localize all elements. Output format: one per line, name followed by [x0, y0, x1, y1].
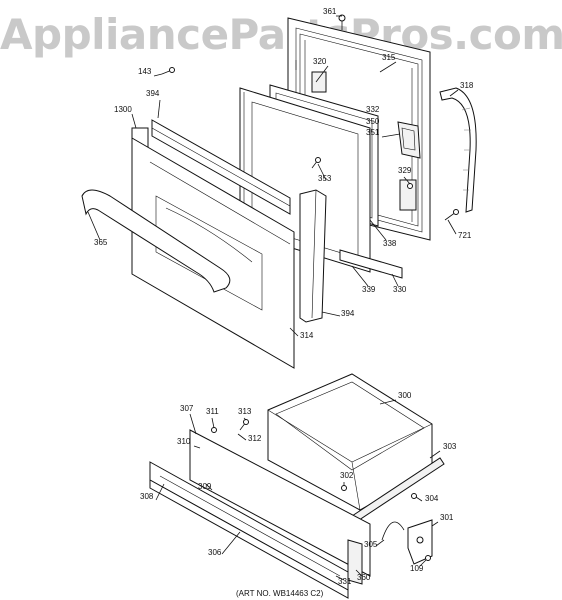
- callout-310: 310: [177, 437, 191, 446]
- part-306-drawer-front: [149, 461, 349, 599]
- part-301-bracket: [407, 519, 433, 565]
- part-353-screw: [311, 157, 321, 169]
- part-394-top-trim: [151, 119, 291, 215]
- callout-313: 313: [238, 407, 252, 416]
- part-300-drawer-body: [267, 373, 433, 511]
- part-143-screw: [161, 67, 175, 75]
- callout-312: 312: [248, 434, 262, 443]
- callout-309: 309: [198, 482, 212, 491]
- part-109-screw: [425, 555, 431, 561]
- callout-307: 307: [180, 404, 194, 413]
- callout-320: 320: [313, 57, 327, 66]
- leader-lines: [87, 15, 459, 581]
- part-721-screw: [444, 209, 459, 221]
- callout-311: 311: [206, 407, 219, 416]
- part-318-door-gasket: [439, 87, 477, 213]
- callout-361: 361: [323, 7, 337, 16]
- callout-315: 315: [382, 53, 396, 62]
- callout-1300: 1300: [114, 105, 132, 114]
- callout-339: 339: [362, 285, 376, 294]
- callout-301: 301: [440, 513, 454, 522]
- part-313-screw: [239, 419, 249, 431]
- callout-338: 338: [383, 239, 397, 248]
- callout-329: 329: [398, 166, 412, 175]
- callout-143: 143: [138, 67, 152, 76]
- callout-332: 332: [366, 105, 380, 114]
- callout-labels: 361 320 315 318 143 394 1300 332 350 351 353 329 721…: [94, 7, 474, 586]
- callout-350: 350: [366, 117, 380, 126]
- callout-365: 365: [94, 238, 108, 247]
- part-361-screw: [338, 14, 346, 30]
- callout-308: 308: [140, 492, 154, 501]
- callout-331: 331: [338, 577, 352, 586]
- callout-394a: 394: [146, 89, 160, 98]
- callout-109: 109: [410, 564, 424, 573]
- callout-330: 330: [393, 285, 407, 294]
- part-365-door-handle: [81, 189, 231, 293]
- callout-306: 306: [208, 548, 222, 557]
- callout-303: 303: [443, 442, 457, 451]
- callout-394b: 394: [341, 309, 355, 318]
- part-351-hinge-bracket: [397, 121, 421, 159]
- part-310-drawer-front-panel: [189, 429, 371, 577]
- callout-304: 304: [425, 494, 439, 503]
- part-329-screw: [407, 183, 413, 189]
- callout-360: 360: [357, 573, 371, 582]
- callout-353: 353: [318, 174, 332, 183]
- callout-300: 300: [398, 391, 412, 400]
- part-304-screw: [411, 493, 417, 499]
- callout-318: 318: [460, 81, 474, 90]
- part-330-bottom-trim: [339, 249, 403, 279]
- part-302-screw: [341, 485, 347, 491]
- callout-305: 305: [364, 540, 378, 549]
- part-311-screw: [211, 427, 217, 433]
- part-394-side-trim-vertical: [299, 189, 327, 323]
- callout-314: 314: [300, 331, 314, 340]
- callout-721: 721: [458, 231, 472, 240]
- callout-351: 351: [366, 128, 380, 137]
- part-305-spring: [381, 521, 405, 541]
- art-number: (ART NO. WB14463 C2): [236, 589, 324, 598]
- callout-302: 302: [340, 471, 354, 480]
